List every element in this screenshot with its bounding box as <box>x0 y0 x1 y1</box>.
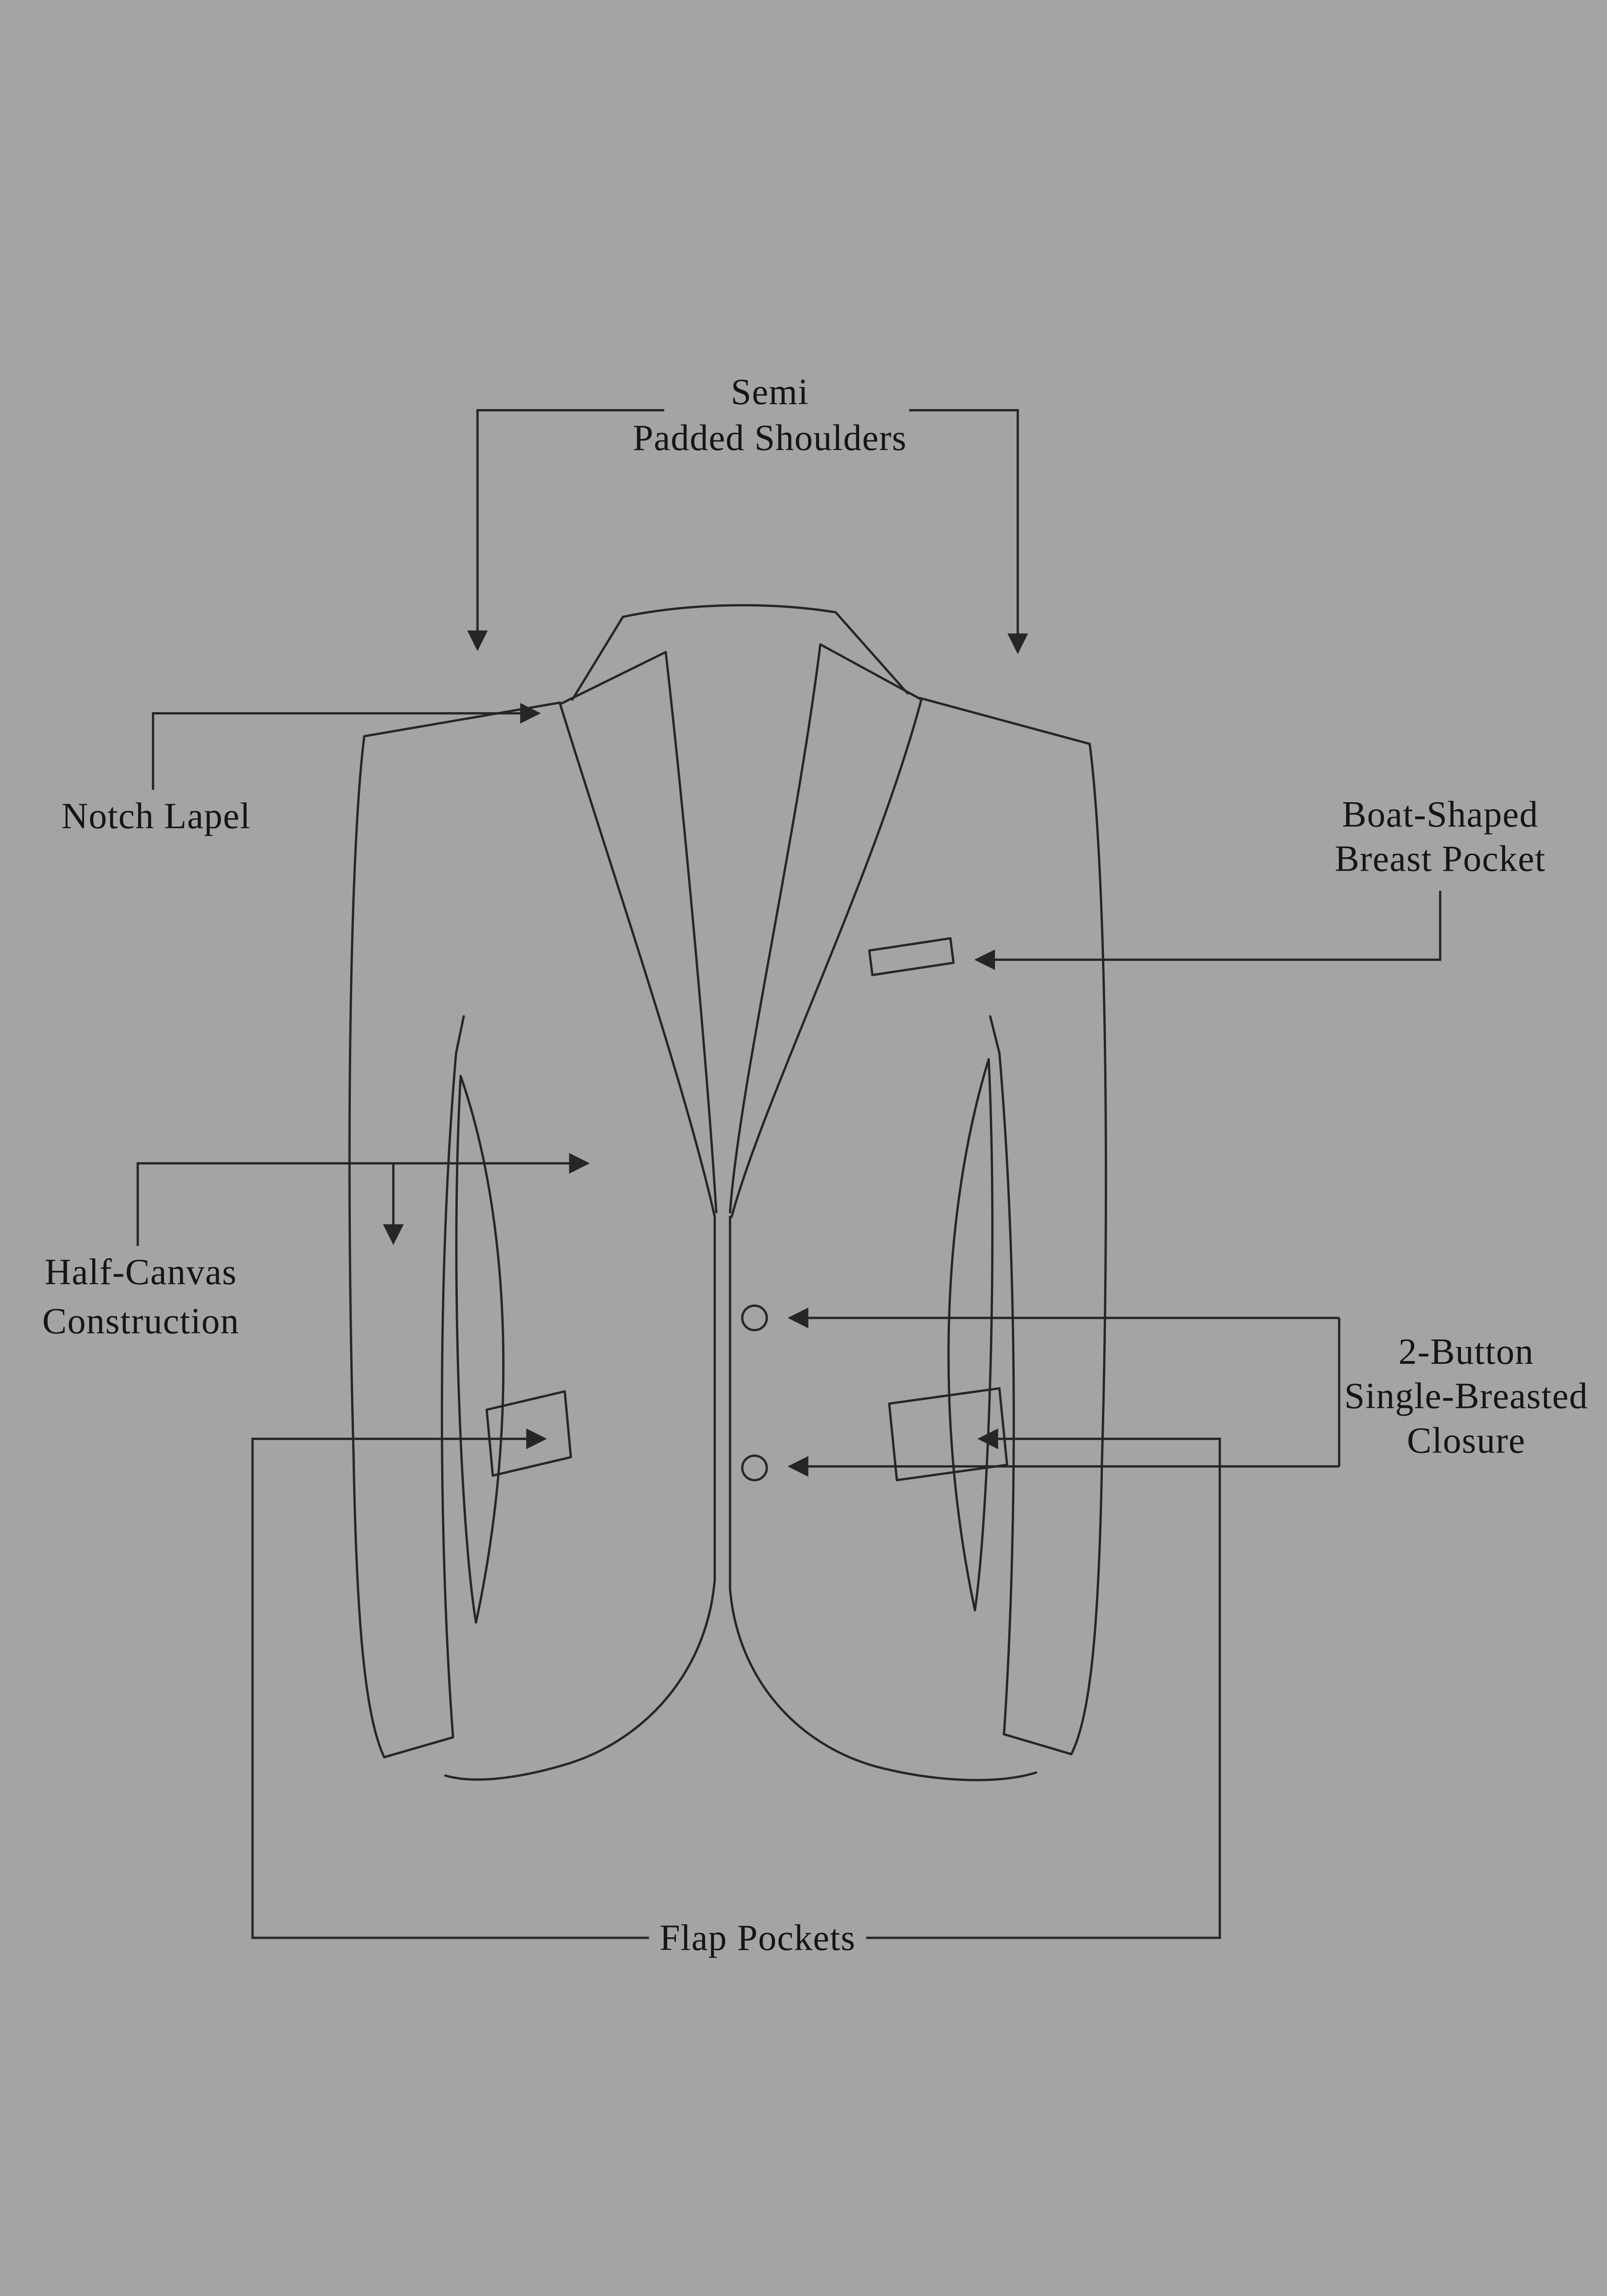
left-sleeve-inner-edge <box>441 1015 465 1739</box>
label-shoulders-line2: Padded Shoulders <box>633 418 907 458</box>
label-breast-pocket-line2: Breast Pocket <box>1335 839 1545 879</box>
breast-pocket-arrow <box>974 891 1442 970</box>
right-lapel-roll-line <box>729 643 822 1214</box>
flap-pockets-right-arrow <box>866 1428 1221 1939</box>
callout-arrows <box>136 409 1442 1939</box>
right-sleeve-inner-edge <box>989 1015 1015 1736</box>
label-half-canvas-line1: Half-Canvas <box>45 1252 237 1293</box>
right-lapel-notch-edge <box>819 643 923 701</box>
right-flap-pocket <box>888 1387 1008 1481</box>
suit-jacket-illustration <box>348 604 1107 1781</box>
left-lapel-outer-edge <box>559 703 716 1218</box>
collar-left-front-edge <box>571 615 624 701</box>
left-sleeve-outer-edge <box>348 735 386 1759</box>
label-shoulders-line1: Semi <box>731 372 809 412</box>
right-sleeve-outer-edge <box>1070 743 1107 1756</box>
label-closure-line1: 2-Button <box>1399 1332 1534 1372</box>
flap-pockets-left-arrow <box>251 1428 649 1939</box>
notch-lapel-arrow <box>152 703 541 790</box>
shoulders-right-arrow <box>909 409 1028 654</box>
label-half-canvas-line2: Construction <box>42 1301 239 1341</box>
bottom-button <box>741 1454 768 1481</box>
right-side-panel-seam <box>947 1058 994 1612</box>
collar-right-front-edge <box>834 611 909 695</box>
label-notch-lapel: Notch Lapel <box>62 796 251 836</box>
half-canvas-arrow <box>136 1153 590 1246</box>
left-sleeve-cuff <box>383 1736 455 1759</box>
shoulders-left-arrow <box>467 409 664 651</box>
left-lapel-notch-edge <box>559 651 667 705</box>
collar-back-line <box>622 604 837 618</box>
label-breast-pocket-line1: Boat-Shaped <box>1342 794 1539 835</box>
left-lapel-roll-line <box>664 651 718 1214</box>
left-shoulder-seam <box>363 701 562 737</box>
right-front-edge-and-hem <box>729 1216 1038 1781</box>
left-flap-pocket <box>485 1390 572 1477</box>
right-sleeve-cuff <box>1003 1733 1073 1756</box>
breast-pocket <box>868 937 955 976</box>
label-flap-pockets: Flap Pockets <box>659 1918 855 1958</box>
right-lapel-outer-edge <box>730 698 923 1218</box>
left-side-panel-seam <box>455 1075 505 1624</box>
callout-labels: Semi Padded Shoulders Notch Lapel Boat-S… <box>42 372 1588 1958</box>
label-closure-line2: Single-Breasted <box>1344 1376 1588 1417</box>
top-button <box>741 1304 768 1332</box>
right-shoulder-seam <box>918 697 1091 745</box>
label-closure-line3: Closure <box>1407 1420 1525 1461</box>
left-front-edge-and-hem <box>444 1216 716 1781</box>
